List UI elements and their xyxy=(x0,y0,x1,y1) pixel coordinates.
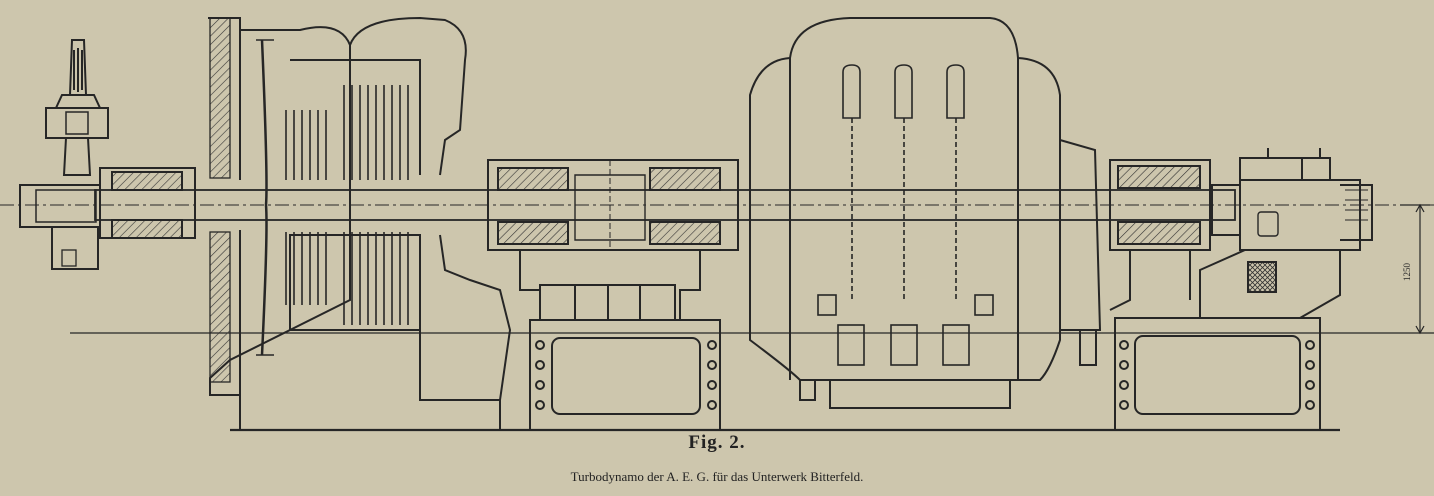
turbine-rotor xyxy=(256,39,409,356)
turbine-casing xyxy=(208,16,512,431)
generator-brushes xyxy=(817,64,994,366)
governor xyxy=(45,39,109,176)
left-bearing xyxy=(19,167,196,270)
generator-housing xyxy=(749,17,1102,409)
dimension-marker xyxy=(1400,203,1430,335)
middle-bearing xyxy=(487,159,739,321)
foundation-left xyxy=(529,319,721,431)
figure-label: Fig. 2. xyxy=(688,432,746,453)
dimension-label: 1250 xyxy=(1402,263,1412,282)
foundation-right xyxy=(1114,317,1321,431)
right-bearing xyxy=(1109,159,1211,311)
exciter xyxy=(1199,148,1373,319)
figure-caption: Turbodynamo der A. E. G. für das Unterwe… xyxy=(570,469,864,484)
